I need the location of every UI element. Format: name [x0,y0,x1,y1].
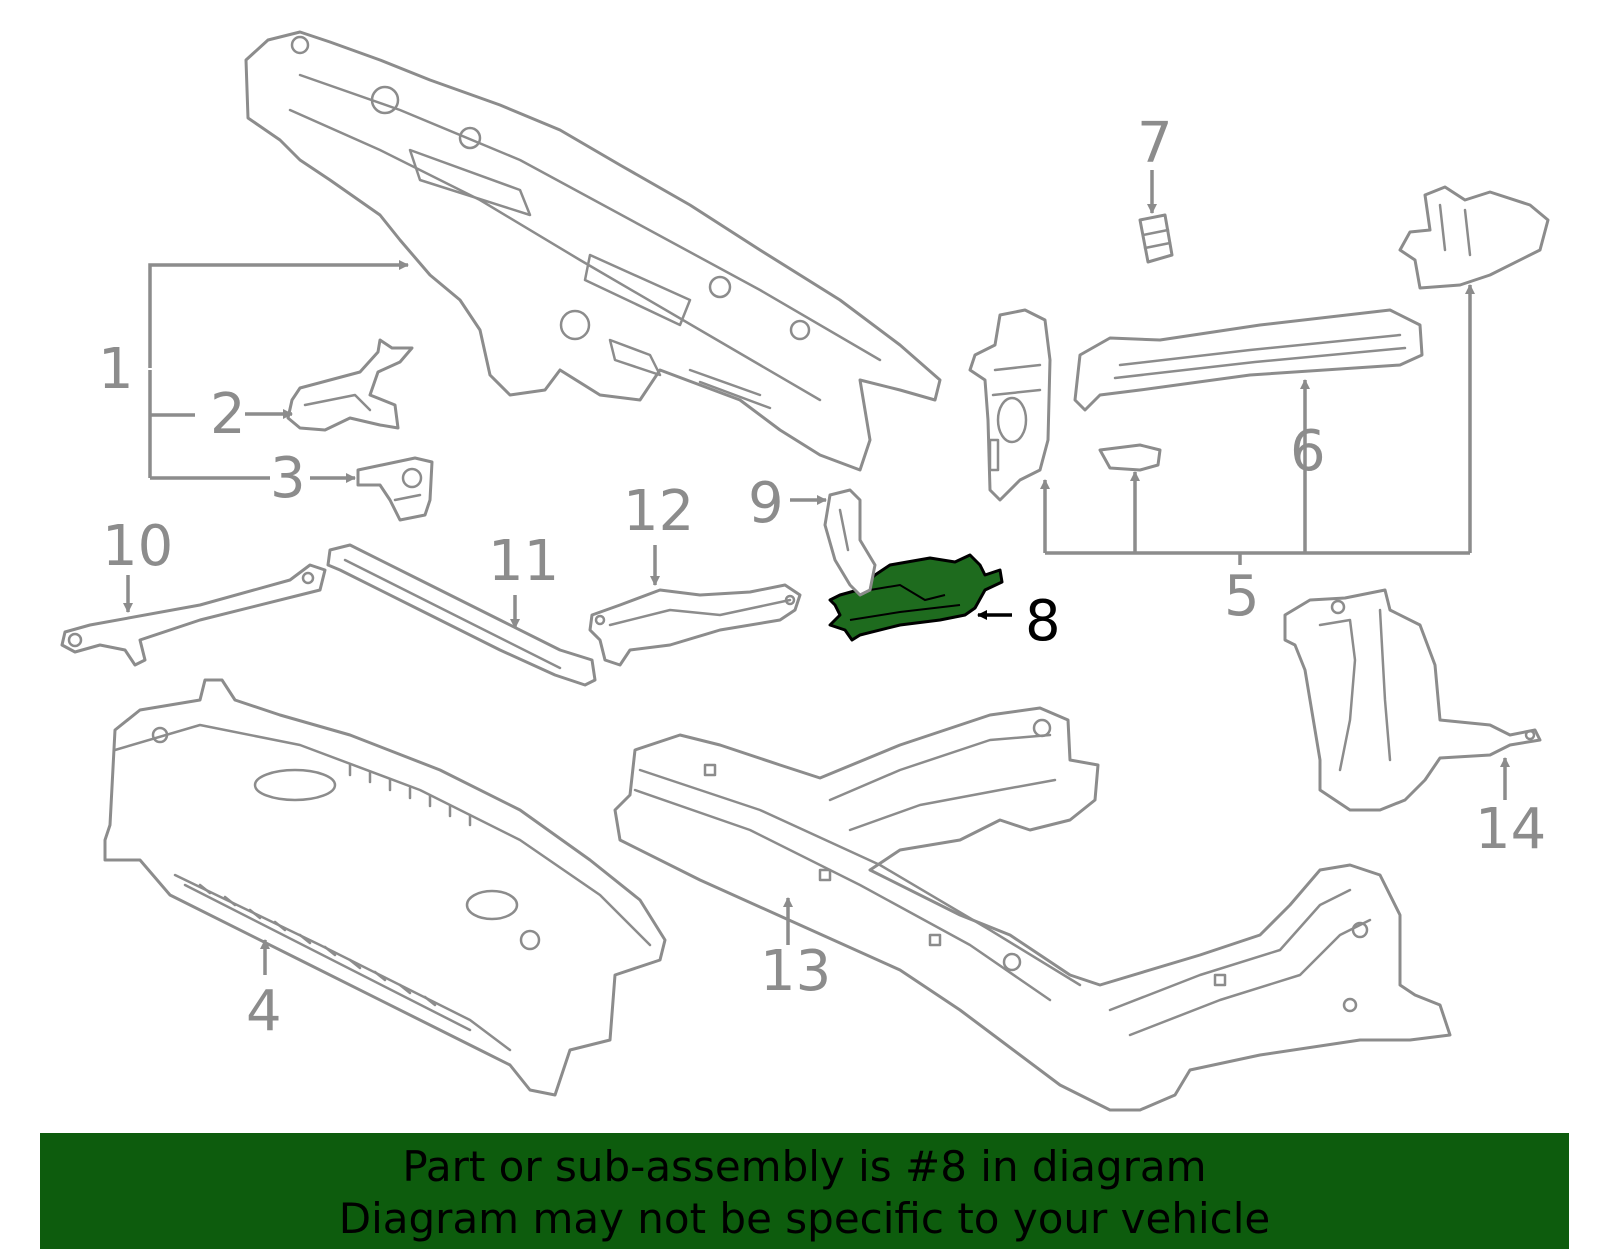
info-banner: Part or sub-assembly is #8 in diagram Di… [40,1133,1569,1249]
callout-labels: 1 2 3 4 5 6 7 8 9 10 11 12 13 14 [98,111,1546,1044]
banner-line-1: Part or sub-assembly is #8 in diagram [402,1142,1207,1191]
part-3-bracket[interactable] [356,456,434,522]
part-6-rail[interactable] [1073,308,1424,412]
leader-lines [123,170,1510,975]
part-5-right-bracket[interactable] [1398,185,1550,290]
part-13-subframe[interactable] [613,706,1452,1112]
callout-1: 1 [98,337,134,402]
callout-12: 12 [623,479,694,544]
callout-2: 2 [210,382,246,447]
banner-line-2: Diagram may not be specific to your vehi… [338,1194,1271,1243]
callout-13: 13 [760,939,831,1004]
callout-10: 10 [102,514,173,579]
callout-5: 5 [1224,564,1260,629]
part-4-lower-support[interactable] [103,678,667,1097]
part-8-highlighted[interactable] [828,553,1004,642]
part-11-brace[interactable] [326,543,597,687]
part-5-upright[interactable] [968,308,1052,502]
callout-7: 7 [1137,111,1173,176]
part-5-block[interactable] [1098,443,1162,472]
part-7-bushing[interactable] [1138,213,1174,264]
part-1-upper-support[interactable] [244,30,942,472]
callout-6: 6 [1290,419,1326,484]
callout-11: 11 [488,529,559,594]
callout-4: 4 [246,979,282,1044]
callout-9: 9 [748,471,784,536]
part-14-bracket[interactable] [1283,588,1542,812]
part-12-brace[interactable] [588,583,802,667]
part-10-brace[interactable] [60,563,327,667]
part-9-bracket[interactable] [823,488,877,597]
callout-8: 8 [1025,589,1061,654]
callout-3: 3 [270,446,306,511]
callout-14: 14 [1475,797,1546,862]
part-2-bracket[interactable] [286,338,414,432]
